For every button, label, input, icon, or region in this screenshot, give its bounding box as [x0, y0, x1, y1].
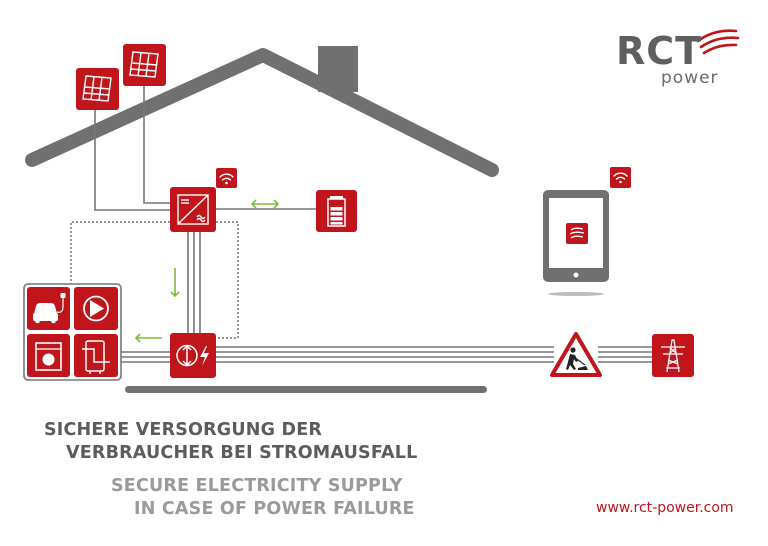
boiler-icon — [82, 340, 110, 374]
brand-swoosh-icon — [696, 29, 740, 55]
wifi-icon — [216, 168, 237, 188]
brand-logo-name: RCT — [616, 29, 703, 73]
power-pylon-icon — [652, 334, 694, 377]
consumer-supply-arrow — [134, 333, 162, 343]
caption-en-line2: IN CASE OF POWER FAILURE — [134, 499, 415, 519]
car-charger-icon — [33, 293, 66, 324]
battery-icon — [316, 190, 357, 232]
house-roof — [25, 48, 499, 177]
inverter-down-arrow — [170, 268, 180, 298]
backup-circuit — [70, 221, 239, 339]
inverter-icon — [170, 187, 216, 232]
tablet-icon — [543, 190, 609, 296]
flow-arrows — [134, 199, 280, 343]
house-floor — [125, 386, 487, 393]
consumer-devices — [23, 283, 122, 381]
roadworks-warning-icon — [550, 332, 602, 377]
wifi-icon — [610, 167, 631, 188]
battery-flow-arrow — [250, 199, 280, 209]
heat-pump-icon — [83, 295, 109, 322]
caption-en-line1: SECURE ELECTRICITY SUPPLY — [111, 476, 403, 496]
house-chimney — [318, 46, 358, 92]
website-link[interactable]: www.rct-power.com — [596, 500, 734, 516]
solar-panel-icon — [76, 68, 119, 110]
washing-machine-icon — [35, 342, 62, 371]
brand-logo-subtitle: power — [661, 68, 719, 88]
solar-panel-icon — [123, 44, 166, 86]
power-switch-icon — [170, 333, 216, 378]
caption-de-line1: SICHERE VERSORGUNG DER — [44, 420, 323, 440]
wiring — [94, 86, 652, 363]
caption-de-line2: VERBRAUCHER BEI STROMAUSFALL — [66, 443, 418, 463]
